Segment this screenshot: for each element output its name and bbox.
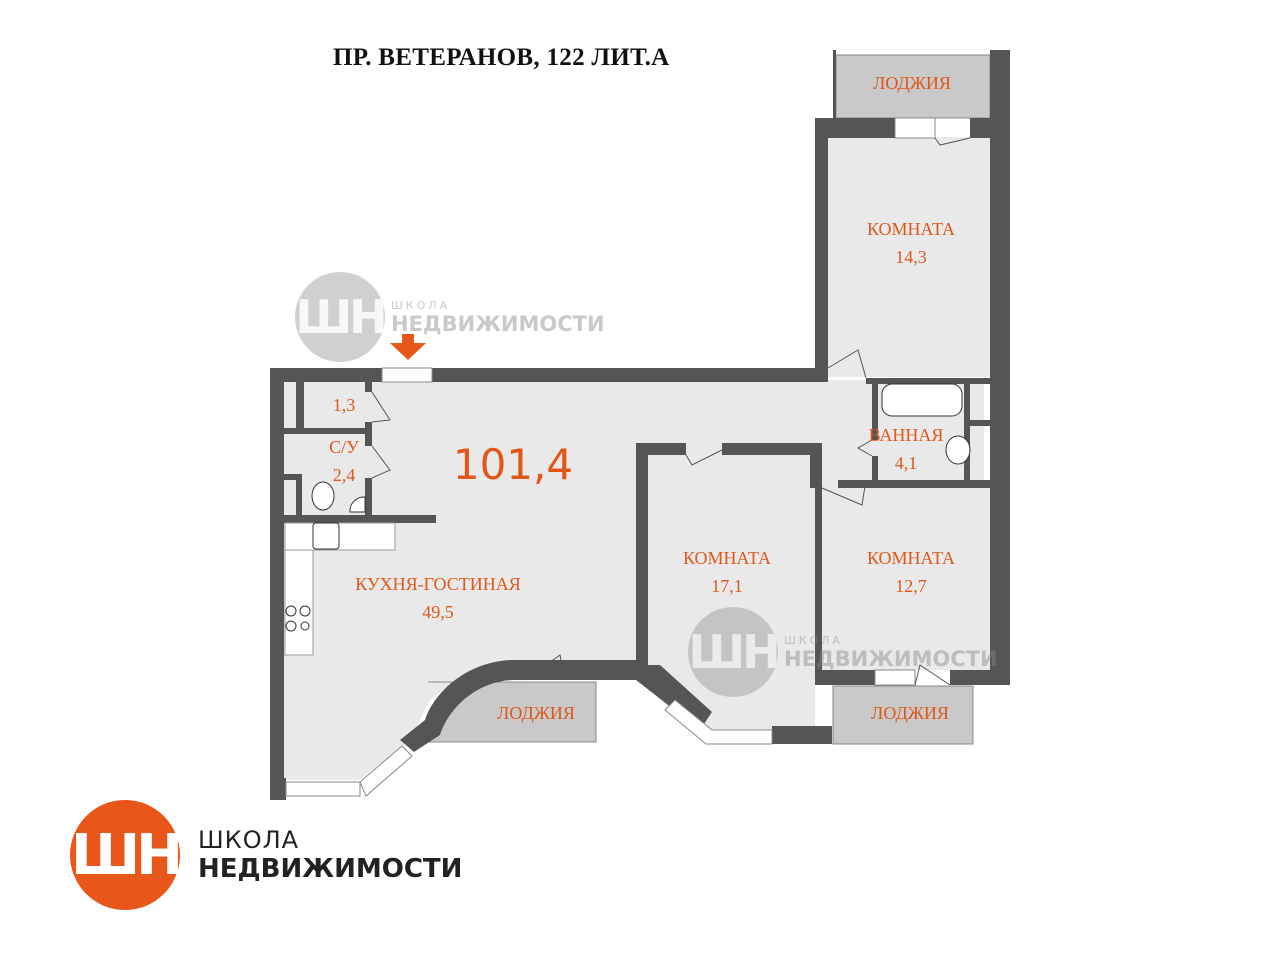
loggia-left-label: ЛОДЖИЯ xyxy=(497,703,575,723)
fixtures xyxy=(284,383,971,656)
bathtub-icon xyxy=(881,383,963,417)
loggia-top-label: ЛОДЖИЯ xyxy=(873,73,951,93)
room-name: КОМНАТА xyxy=(682,548,772,568)
room-14-label: КОМНАТА 14,3 xyxy=(867,216,955,272)
room-area: 2,4 xyxy=(332,464,356,485)
entrance-arrow-icon xyxy=(390,343,426,360)
entrance-arrow-stem xyxy=(402,334,414,344)
logo-monogram: ШН xyxy=(70,800,183,910)
watermark-line2: НЕДВИЖИМОСТИ xyxy=(391,311,605,336)
toilet-icon xyxy=(311,481,335,511)
loggia-right-label: ЛОДЖИЯ xyxy=(871,703,949,723)
bath-label: ВАННАЯ 4,1 xyxy=(869,422,944,478)
doors xyxy=(371,137,971,686)
watermark-line1: ШКОЛА xyxy=(784,633,844,647)
room-area: 12,7 xyxy=(895,575,927,596)
corner-sink-icon xyxy=(349,496,366,513)
watermark-monogram: ШН xyxy=(688,607,781,697)
logo-line1: ШКОЛА xyxy=(198,826,300,854)
room-name: КОМНАТА xyxy=(866,548,956,568)
floor-areas xyxy=(284,137,990,780)
room-name: КУХНЯ-ГОСТИНАЯ xyxy=(355,574,521,594)
windows xyxy=(285,117,936,797)
brand-logo: ШН ШКОЛА НЕДВИЖИМОСТИ xyxy=(70,800,462,910)
sink-icon xyxy=(945,435,971,465)
room-name: КОМНАТА xyxy=(866,219,956,239)
logo-line2: НЕДВИЖИМОСТИ xyxy=(198,854,463,884)
room-area: 14,3 xyxy=(895,246,927,267)
watermark-line2: НЕДВИЖИМОСТИ xyxy=(784,646,998,671)
kitchen-label: КУХНЯ-ГОСТИНАЯ 49,5 xyxy=(355,571,521,627)
room-17-label: КОМНАТА 17,1 xyxy=(683,545,771,601)
kitchen-sink-icon xyxy=(312,522,340,550)
watermark-monogram: ШН xyxy=(295,272,388,362)
page-title: ПР. ВЕТЕРАНОВ, 122 ЛИТ.А xyxy=(333,44,670,71)
watermark-line1: ШКОЛА xyxy=(391,298,451,312)
room-area: 4,1 xyxy=(894,452,918,473)
total-area: 101,4 xyxy=(452,440,574,489)
room-area: 17,1 xyxy=(711,575,743,596)
stove-icon xyxy=(285,605,311,632)
kitchen-counter xyxy=(284,522,396,551)
room-name: ВАННАЯ xyxy=(868,425,944,445)
kitchen-counter-side xyxy=(284,549,314,656)
room-area: 49,5 xyxy=(422,601,454,622)
walls xyxy=(270,50,1010,800)
room-name: С/У xyxy=(329,437,359,457)
storage-area: 1,3 xyxy=(332,395,356,415)
room-12-label: КОМНАТА 12,7 xyxy=(867,545,955,601)
wc-label: С/У 2,4 xyxy=(329,434,359,490)
